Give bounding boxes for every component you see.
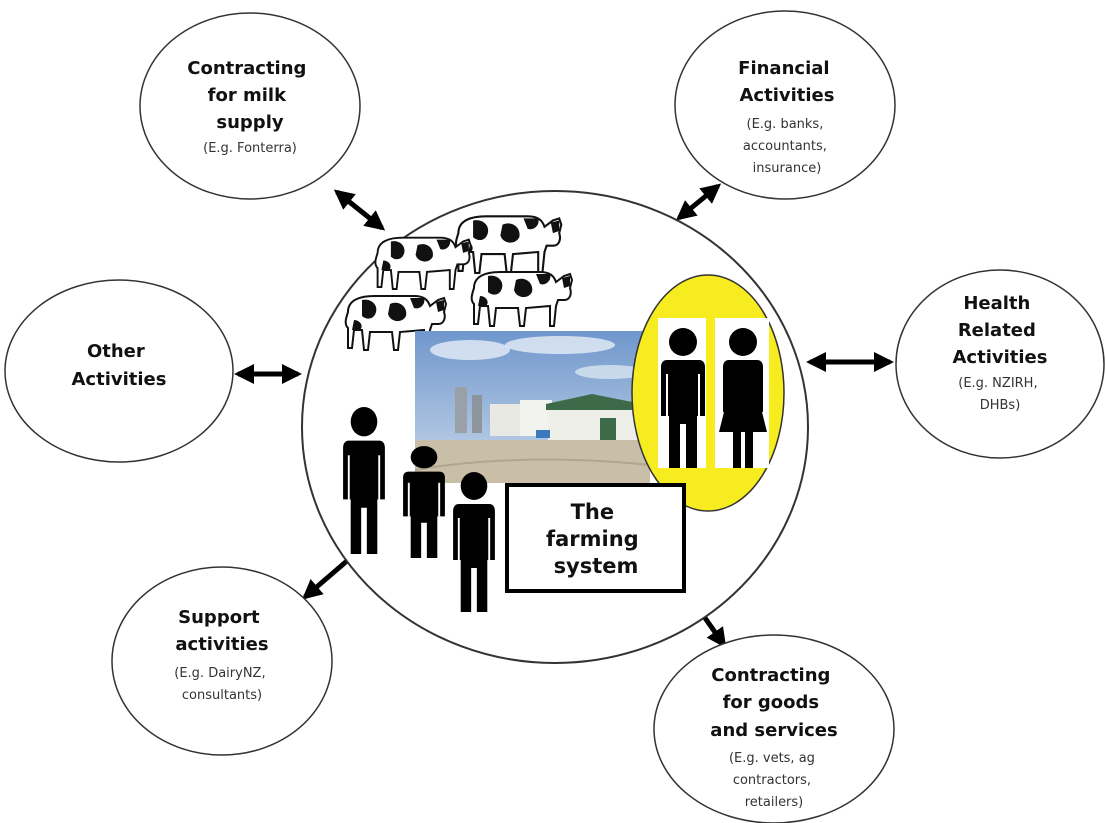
double-arrow-icon <box>675 183 722 221</box>
svg-text:Contracting for milk: Contracting for milk supply <box>187 58 312 133</box>
node-milk-supply: Contracting for milk supply (E.g. Fonter… <box>139 12 361 200</box>
center-label-line: The <box>571 500 615 524</box>
farming-system-box <box>505 483 686 593</box>
node-title-line: Support <box>178 607 260 628</box>
node-title-line: for milk <box>208 85 287 106</box>
node-sub-line: insurance) <box>753 161 822 176</box>
double-arrow-icon <box>333 189 386 231</box>
center-label-line: farming <box>546 527 639 551</box>
svg-text:Health Related Act: Health Related Activities <box>953 293 1048 368</box>
center-label-line: system <box>554 554 639 578</box>
node-support: Support activities (E.g. DairyNZ, consul… <box>111 566 333 756</box>
node-sub-line: accountants, <box>743 139 827 154</box>
node-sub-line: DHBs) <box>980 398 1021 413</box>
node-title-line: Activities <box>740 85 835 106</box>
node-title-line: and services <box>710 720 837 741</box>
node-sub-line: retailers) <box>745 795 804 810</box>
svg-text:Financial Activities: Financial Activities <box>738 58 836 106</box>
svg-text:(E.g. banks, accountants: (E.g. banks, accountants, insurance) <box>743 117 831 176</box>
svg-text:Support activities: Support activities <box>175 607 268 655</box>
node-sub-line: (E.g. vets, ag <box>729 751 815 766</box>
node-title-line: for goods <box>723 692 820 713</box>
svg-text:Other Activities: Other Activities <box>72 341 167 390</box>
farm-photo <box>414 331 651 483</box>
node-title-line: Activities <box>72 369 167 390</box>
svg-text:(E.g. DairyNZ, consultan: (E.g. DairyNZ, consultants) <box>174 666 269 703</box>
node-title-line: supply <box>216 112 283 133</box>
node-title-line: Health <box>963 293 1030 314</box>
node-sub-line: (E.g. Fonterra) <box>203 141 297 156</box>
svg-text:Contracting for goods: Contracting for goods and services <box>710 665 837 741</box>
farming-system-label: The farming system <box>546 500 646 578</box>
svg-text:(E.g. Fonterra): (E.g. Fonterra) <box>203 141 297 156</box>
node-sub-line: (E.g. banks, <box>747 117 824 132</box>
node-title-line: Other <box>87 341 145 362</box>
node-title-line: Contracting <box>711 665 830 686</box>
svg-text:(E.g. vets, ag contracto: (E.g. vets, ag contractors, retailers) <box>729 751 819 810</box>
node-title-line: activities <box>175 634 268 655</box>
node-sub-line: (E.g. DairyNZ, <box>174 666 265 681</box>
node-sub-line: contractors, <box>733 773 811 788</box>
node-health: Health Related Activities (E.g. NZIRH, D… <box>895 269 1105 459</box>
node-goods-services: Contracting for goods and services (E.g.… <box>653 634 895 823</box>
svg-text:(E.g. NZIRH, DHBs): (E.g. NZIRH, DHBs) <box>958 376 1041 413</box>
node-sub-line: (E.g. NZIRH, <box>958 376 1037 391</box>
node-title-line: Financial <box>738 58 829 79</box>
node-title-line: Contracting <box>187 58 306 79</box>
node-title-line: Activities <box>953 347 1048 368</box>
node-financial: Financial Activities (E.g. banks, accoun… <box>674 10 896 200</box>
node-sub-line: consultants) <box>182 688 262 703</box>
node-other: Other Activities <box>4 279 234 463</box>
workers-group <box>342 405 510 615</box>
node-title-line: Related <box>958 320 1036 341</box>
